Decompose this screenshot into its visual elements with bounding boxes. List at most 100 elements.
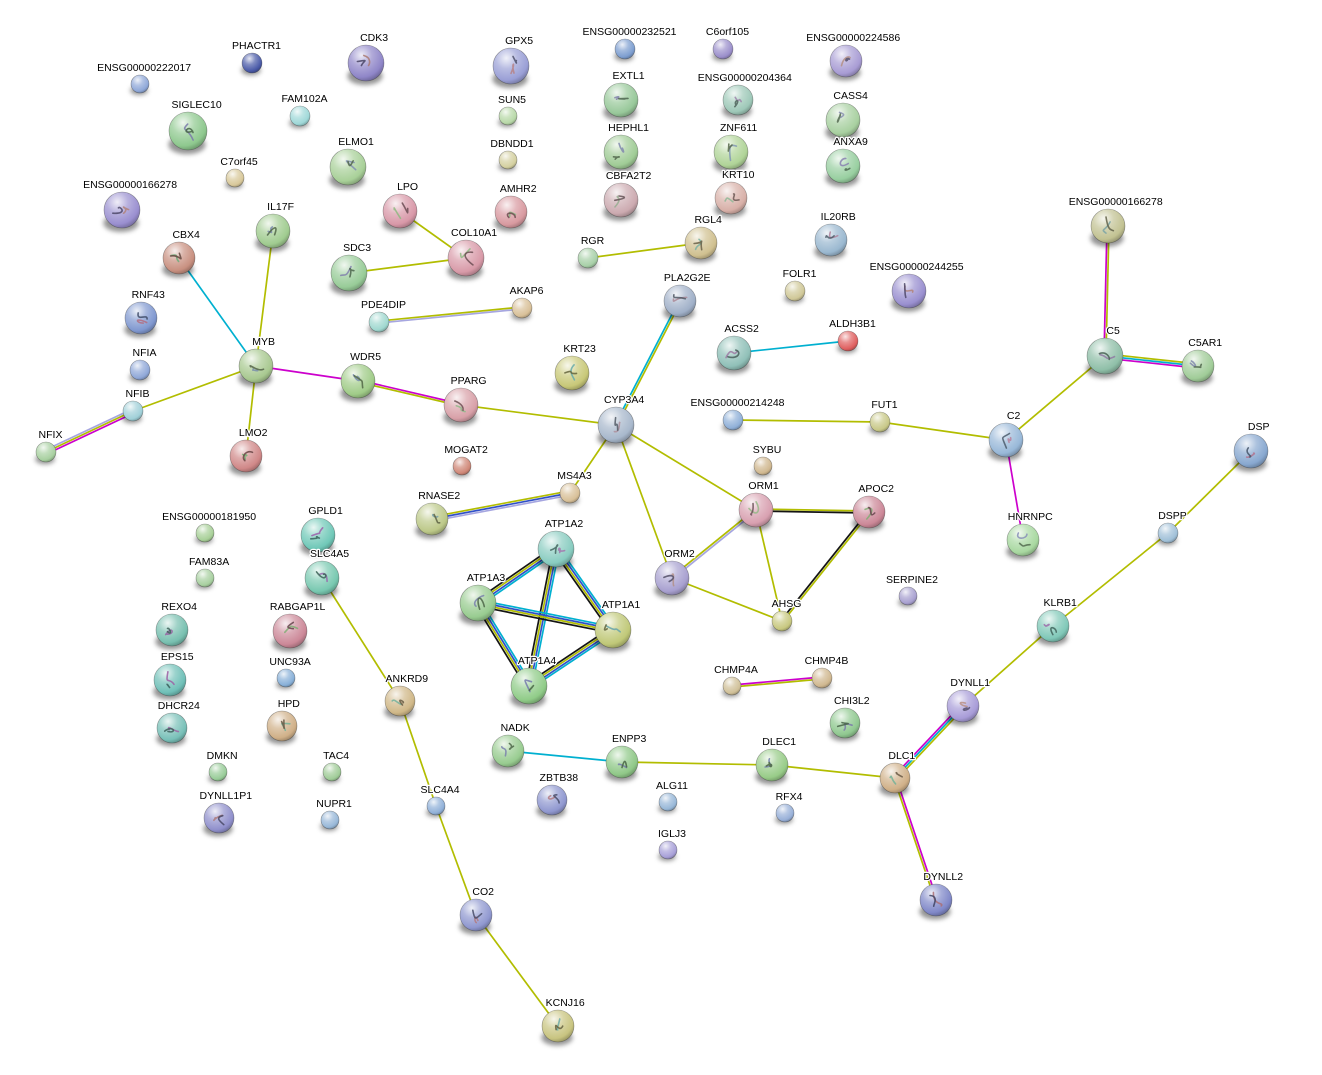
node-ATP1A4[interactable] [510, 667, 548, 708]
edge-MS4A3-RNASE2[interactable] [431, 490, 571, 522]
node-NFIA[interactable] [129, 359, 151, 383]
node-IGLJ3[interactable] [658, 840, 678, 861]
protein-node-sphere[interactable] [658, 792, 678, 812]
edge-ORM2-AHSG[interactable] [671, 577, 783, 622]
node-FUT1[interactable] [869, 411, 891, 435]
edge-CHMP4A-CHMP4B[interactable] [731, 676, 823, 688]
node-PLA2G2E[interactable] [663, 284, 697, 321]
node-C5AR1[interactable] [1181, 349, 1215, 386]
node-HEPHL1[interactable] [603, 134, 639, 173]
protein-node-sphere[interactable] [722, 409, 744, 431]
protein-node-sphere[interactable] [614, 38, 636, 60]
node-ENSG00000181950[interactable] [195, 523, 215, 544]
protein-node-sphere[interactable] [988, 422, 1024, 458]
protein-node-sphere[interactable] [255, 213, 291, 249]
node-CASS4[interactable] [825, 102, 861, 141]
node-KLRB1[interactable] [1036, 609, 1070, 646]
protein-node-sphere[interactable] [225, 168, 245, 188]
node-RNASE2[interactable] [415, 502, 449, 539]
node-ANXA9[interactable] [825, 148, 861, 187]
protein-node-sphere[interactable] [498, 106, 518, 126]
node-FAM102A[interactable] [289, 105, 311, 129]
node-SYBU[interactable] [753, 456, 773, 477]
edge-IL17F-MYB[interactable] [255, 230, 274, 367]
node-AHSG[interactable] [771, 610, 793, 634]
node-SLC4A5[interactable] [304, 560, 340, 599]
node-DYNLL1P1[interactable] [203, 802, 235, 837]
protein-node-sphere[interactable] [784, 280, 806, 302]
node-RGR[interactable] [577, 247, 599, 271]
node-COL10A1[interactable] [447, 239, 485, 280]
protein-node-sphere[interactable] [879, 762, 911, 794]
node-SUN5[interactable] [498, 106, 518, 127]
node-SERPINE2[interactable] [898, 586, 918, 607]
node-FAM83A[interactable] [195, 568, 215, 589]
protein-node-sphere[interactable] [559, 482, 581, 504]
node-ORM2[interactable] [654, 560, 690, 599]
node-GPLD1[interactable] [300, 517, 336, 556]
edge-NFIB-NFIX[interactable] [44, 408, 135, 455]
node-RFX4[interactable] [775, 803, 795, 824]
node-EXTL1[interactable] [603, 82, 639, 121]
node-GPX5[interactable] [492, 47, 530, 88]
node-CHI3L2[interactable] [829, 707, 861, 742]
protein-node-sphere[interactable] [415, 502, 449, 536]
node-C2[interactable] [988, 422, 1024, 461]
node-IL20RB[interactable] [814, 223, 848, 260]
node-CBFA2T2[interactable] [603, 182, 639, 221]
node-UNC93A[interactable] [276, 668, 296, 689]
node-WDR5[interactable] [340, 363, 376, 402]
protein-node-sphere[interactable] [577, 247, 599, 269]
edge-ORM1-APOC2[interactable] [755, 508, 870, 514]
protein-node-sphere[interactable] [272, 613, 308, 649]
node-NFIB[interactable] [122, 400, 144, 424]
protein-node-sphere[interactable] [869, 411, 891, 433]
node-DHCR24[interactable] [156, 712, 188, 747]
node-NUPR1[interactable] [320, 810, 340, 831]
protein-node-sphere[interactable] [603, 182, 639, 218]
node-KCNJ16[interactable] [541, 1009, 575, 1046]
protein-node-sphere[interactable] [35, 441, 57, 463]
node-TAC4[interactable] [322, 762, 342, 783]
node-RNF43[interactable] [124, 301, 158, 338]
protein-node-sphere[interactable] [722, 676, 742, 696]
node-HPD[interactable] [266, 710, 298, 745]
node-ATP1A3[interactable] [459, 584, 497, 625]
edge-CO2-KCNJ16[interactable] [475, 914, 559, 1027]
protein-node-sphere[interactable] [459, 898, 493, 932]
node-LMO2[interactable] [229, 439, 263, 476]
node-ENSG00000232521[interactable] [614, 38, 636, 62]
protein-node-sphere[interactable] [738, 492, 774, 528]
edge-MYB-NFIB[interactable] [132, 365, 257, 412]
protein-node-sphere[interactable] [1233, 433, 1269, 469]
protein-node-sphere[interactable] [276, 668, 296, 688]
protein-node-sphere[interactable] [1036, 609, 1070, 643]
node-C6orf105[interactable] [712, 38, 734, 62]
protein-node-sphere[interactable] [603, 82, 639, 118]
protein-node-sphere[interactable] [814, 223, 848, 257]
node-C5[interactable] [1086, 337, 1124, 378]
node-ENSG00000222017[interactable] [130, 74, 150, 95]
node-MS4A3[interactable] [559, 482, 581, 506]
node-RGL4[interactable] [684, 226, 718, 263]
node-LPO[interactable] [382, 193, 418, 232]
node-DMKN[interactable] [208, 762, 228, 783]
protein-node-sphere[interactable] [825, 102, 861, 138]
protein-node-sphere[interactable] [663, 284, 697, 318]
protein-node-sphere[interactable] [320, 810, 340, 830]
edge-DLEC1-DLC1[interactable] [771, 764, 896, 779]
edge-ENSG00000214248-FUT1[interactable] [732, 419, 881, 423]
protein-node-sphere[interactable] [491, 734, 525, 768]
node-ENPP3[interactable] [605, 745, 639, 782]
node-ALDH3B1[interactable] [837, 330, 859, 354]
node-ZBTB38[interactable] [536, 784, 568, 819]
protein-node-sphere[interactable] [452, 456, 472, 476]
node-HNRNPC[interactable] [1006, 523, 1040, 560]
protein-node-sphere[interactable] [195, 568, 215, 588]
node-CHMP4B[interactable] [811, 667, 833, 691]
edge-ACSS2-ALDH3B1[interactable] [733, 340, 849, 354]
edge-CBX4-MYB[interactable] [178, 257, 257, 367]
protein-node-sphere[interactable] [714, 181, 748, 215]
protein-node-sphere[interactable] [712, 38, 734, 60]
edge-SLC4A5-ANKRD9[interactable] [321, 577, 401, 702]
